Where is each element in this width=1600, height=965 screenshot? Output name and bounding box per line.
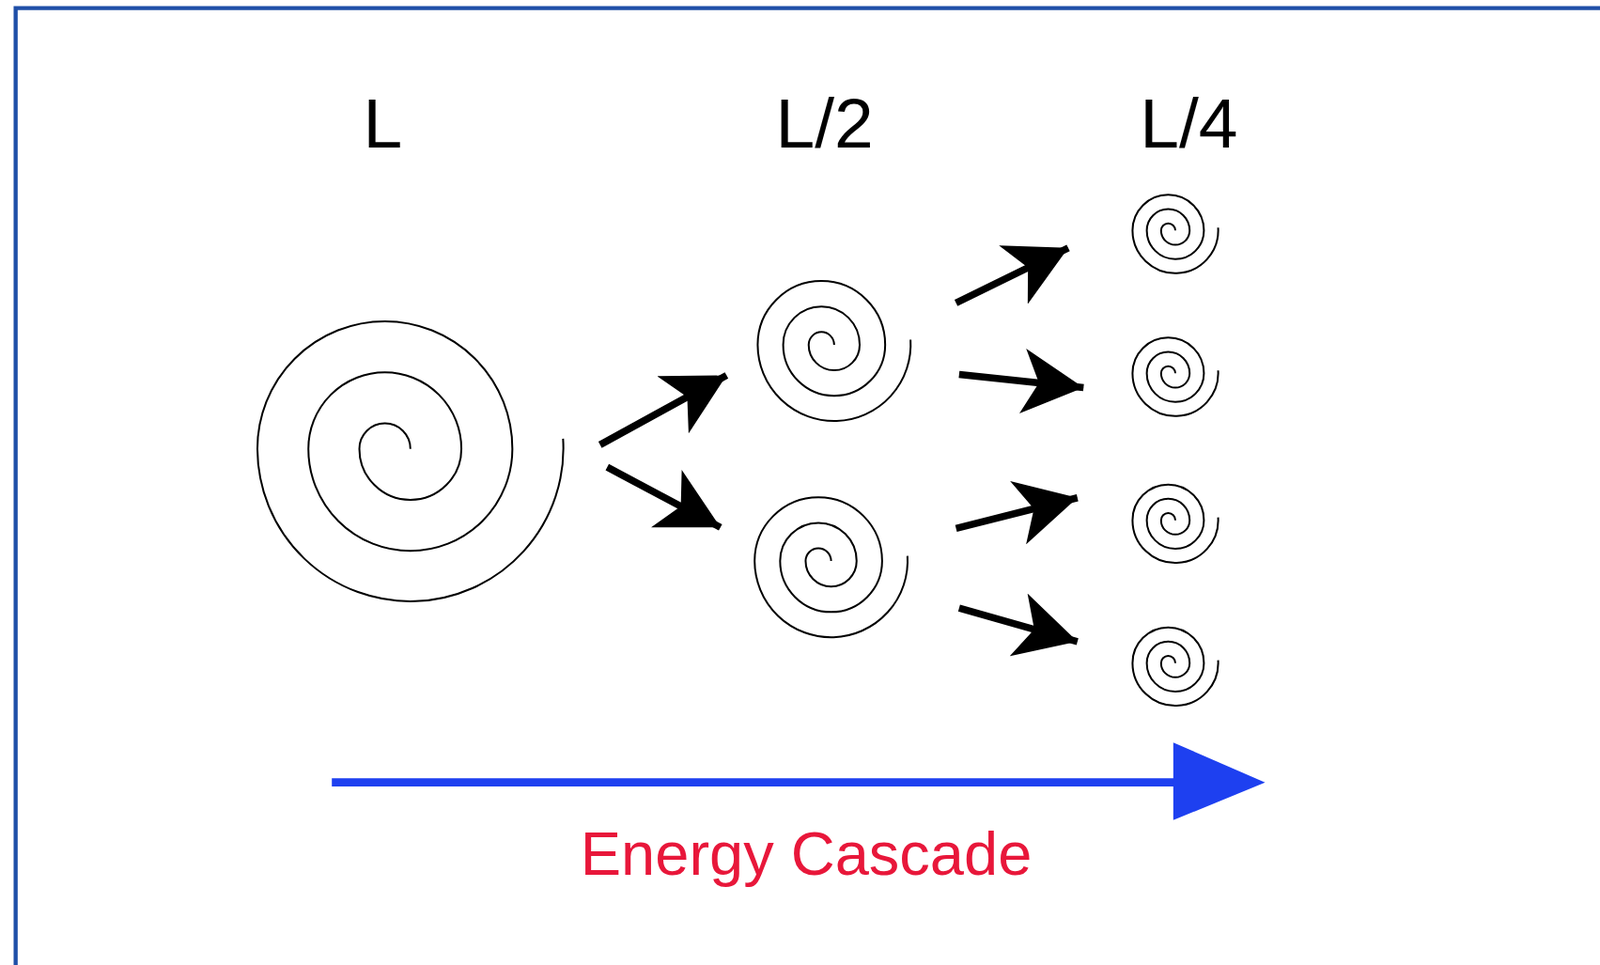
split-arrow — [600, 375, 728, 446]
split-arrows — [600, 248, 1085, 642]
split-arrow — [956, 497, 1078, 529]
scale-label: L/2 — [775, 88, 873, 159]
small-eddy — [1132, 194, 1218, 273]
split-arrow — [606, 466, 721, 528]
small-eddy — [1132, 337, 1218, 416]
small-eddy — [1132, 627, 1218, 706]
medium-eddy — [757, 280, 911, 421]
cascade-arrow-head — [1173, 742, 1266, 821]
frame-border — [15, 8, 1600, 965]
split-arrow — [956, 248, 1069, 304]
large-eddy — [257, 321, 564, 602]
scale-label: L — [362, 88, 403, 159]
cascade-arrow-shaft — [331, 777, 1189, 787]
small-eddy — [1132, 484, 1218, 563]
split-arrow — [959, 607, 1078, 642]
cascade-caption: Energy Cascade — [580, 822, 1033, 884]
scale-label: L/4 — [1139, 88, 1238, 159]
medium-eddy — [754, 497, 908, 637]
split-arrow — [959, 373, 1084, 388]
